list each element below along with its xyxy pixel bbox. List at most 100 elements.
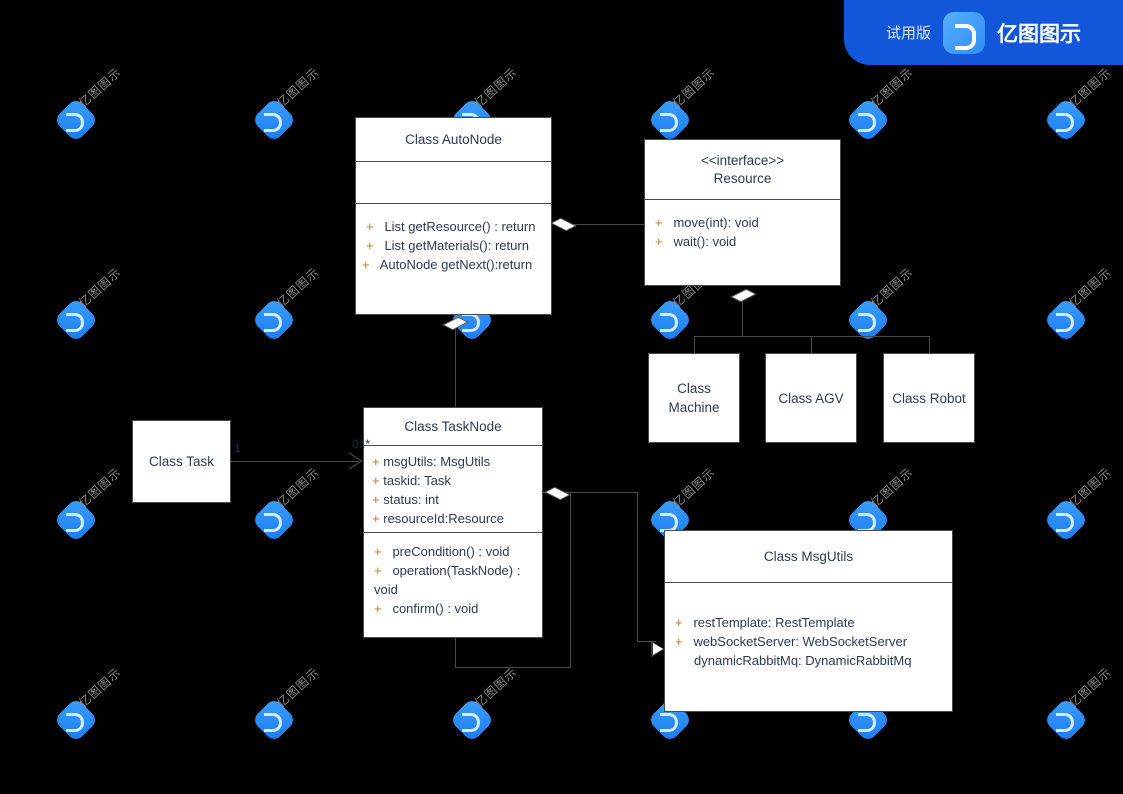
aggregation-diamond-autonode-tasknode bbox=[442, 316, 469, 331]
class-member: + resourceId:Resource bbox=[364, 509, 542, 528]
member-text: List getResource() : return bbox=[384, 219, 536, 234]
edraw-logo-icon bbox=[449, 697, 495, 743]
watermark-text: 亿图图示 bbox=[669, 65, 718, 111]
class-member: + AutoNode getNext():return bbox=[356, 255, 551, 274]
class-member: + operation(TaskNode) : void bbox=[364, 561, 542, 599]
member-text: taskid: Task bbox=[383, 473, 451, 488]
edraw-logo-icon bbox=[251, 97, 297, 143]
edraw-logo-icon bbox=[943, 11, 985, 54]
class-title-agv: Class AGV bbox=[778, 390, 844, 406]
class-box-msgutils[interactable]: Class MsgUtils + restTemplate: RestTempl… bbox=[664, 530, 953, 712]
edraw-logo-icon bbox=[1043, 297, 1089, 343]
visibility-marker: + bbox=[655, 215, 663, 230]
class-box-agv[interactable]: Class AGV bbox=[765, 353, 857, 443]
class-attributes-msgutils: + restTemplate: RestTemplate + webSocket… bbox=[665, 582, 952, 674]
edraw-logo-icon bbox=[53, 697, 99, 743]
class-member: + move(int): void bbox=[645, 213, 840, 232]
watermark-text: 亿图图示 bbox=[1065, 665, 1114, 711]
class-member: + List getResource() : return bbox=[356, 217, 551, 236]
class-operations-autonode: + List getResource() : return + List get… bbox=[356, 203, 551, 278]
watermark-text: 亿图图示 bbox=[669, 465, 718, 511]
edge-bus-agv bbox=[811, 336, 812, 353]
edraw-logo-icon bbox=[845, 97, 891, 143]
edge-bus-robot bbox=[929, 336, 930, 353]
member-text: webSocketServer: WebSocketServer bbox=[693, 634, 908, 649]
watermark-text: 亿图图示 bbox=[471, 665, 520, 711]
edraw-logo-icon bbox=[251, 497, 297, 543]
association-arrowhead-tasknode bbox=[348, 452, 364, 470]
trial-badge[interactable]: 试用版 亿图图示 bbox=[844, 0, 1123, 65]
class-box-resource[interactable]: <<interface>> Resource + move(int): void… bbox=[644, 139, 841, 286]
visibility-marker: + bbox=[366, 219, 374, 234]
member-text: move(int): void bbox=[673, 215, 759, 230]
watermark-text: 亿图图示 bbox=[273, 465, 322, 511]
watermark: 亿图图示 bbox=[251, 665, 354, 743]
class-box-autonode[interactable]: Class AutoNode + List getResource() : re… bbox=[355, 117, 552, 315]
watermark-text: 亿图图示 bbox=[273, 665, 322, 711]
class-member: + status: int bbox=[364, 490, 542, 509]
aggregation-diamond-tasknode-msgutils bbox=[544, 486, 571, 501]
watermark-text: 亿图图示 bbox=[867, 265, 916, 311]
watermark: 亿图图示 bbox=[647, 65, 750, 143]
member-text: AutoNode getNext():return bbox=[379, 257, 533, 272]
class-title-resource: <<interface>> Resource bbox=[645, 140, 840, 199]
watermark-text: 亿图图示 bbox=[867, 465, 916, 511]
edraw-logo-icon bbox=[251, 297, 297, 343]
watermark-text: 亿图图示 bbox=[75, 465, 124, 511]
edraw-logo-icon bbox=[1043, 697, 1089, 743]
edge-tasknode-loop-bottom bbox=[455, 667, 571, 668]
edge-autonode-resource bbox=[566, 224, 644, 225]
edraw-logo-icon bbox=[53, 97, 99, 143]
edraw-logo-icon bbox=[53, 297, 99, 343]
class-member: + webSocketServer: WebSocketServer bbox=[665, 632, 952, 651]
class-title-machine: Class Machine bbox=[668, 381, 720, 415]
edge-resource-bus-stem bbox=[742, 301, 743, 336]
watermark: 亿图图示 bbox=[449, 665, 552, 743]
class-member: + wait(): void bbox=[645, 232, 840, 251]
watermark-text: 亿图图示 bbox=[273, 265, 322, 311]
member-text: restTemplate: RestTemplate bbox=[693, 615, 855, 630]
watermark-text: 亿图图示 bbox=[867, 65, 916, 111]
watermark-text: 亿图图示 bbox=[1065, 465, 1114, 511]
class-attributes-tasknode: + msgUtils: MsgUtils + taskid: Task + st… bbox=[364, 445, 542, 532]
edraw-logo-icon bbox=[53, 497, 99, 543]
watermark-text: 亿图图示 bbox=[75, 65, 124, 111]
class-member: + confirm() : void bbox=[364, 599, 542, 618]
visibility-marker: + bbox=[372, 511, 380, 526]
class-name-resource: Resource bbox=[713, 171, 772, 186]
watermark: 亿图图示 bbox=[845, 265, 948, 343]
watermark: 亿图图示 bbox=[251, 65, 354, 143]
edraw-logo-icon bbox=[251, 697, 297, 743]
watermark-text: 亿图图示 bbox=[1065, 265, 1114, 311]
class-member: dynamicRabbitMq: DynamicRabbitMq bbox=[665, 651, 952, 670]
multiplicity-tasknode: 0..* bbox=[352, 437, 371, 451]
watermark: 亿图图示 bbox=[1043, 265, 1123, 343]
class-box-machine[interactable]: Class Machine bbox=[648, 353, 740, 443]
watermark-text: 亿图图示 bbox=[273, 65, 322, 111]
class-box-tasknode[interactable]: Class TaskNode + msgUtils: MsgUtils + ta… bbox=[363, 407, 543, 638]
class-title-msgutils: Class MsgUtils bbox=[763, 549, 854, 564]
edge-tasknode-loop-right bbox=[570, 492, 571, 667]
multiplicity-task: 1 bbox=[234, 441, 241, 455]
visibility-marker: + bbox=[374, 563, 382, 578]
generalization-arrowhead-msgutils bbox=[651, 641, 664, 657]
edraw-logo-icon bbox=[1043, 97, 1089, 143]
edge-tasknode-msgutils-in bbox=[637, 641, 656, 642]
visibility-marker: + bbox=[675, 634, 683, 649]
visibility-marker: + bbox=[372, 454, 380, 469]
class-box-task[interactable]: Class Task bbox=[132, 420, 231, 503]
visibility-marker: + bbox=[362, 257, 370, 272]
edge-tasknode-msgutils-top bbox=[563, 492, 638, 493]
watermark: 亿图图示 bbox=[845, 65, 948, 143]
member-text: wait(): void bbox=[673, 234, 737, 249]
member-text: List getMaterials(): return bbox=[384, 238, 529, 253]
class-operations-tasknode: + preCondition() : void + operation(Task… bbox=[364, 532, 542, 622]
class-box-robot[interactable]: Class Robot bbox=[883, 353, 975, 443]
watermark: 亿图图示 bbox=[1043, 465, 1123, 543]
class-title-task: Class Task bbox=[148, 454, 215, 469]
visibility-marker: + bbox=[366, 238, 374, 253]
watermark: 亿图图示 bbox=[1043, 665, 1123, 743]
visibility-marker: + bbox=[374, 544, 382, 559]
trial-label: 试用版 bbox=[885, 24, 931, 42]
